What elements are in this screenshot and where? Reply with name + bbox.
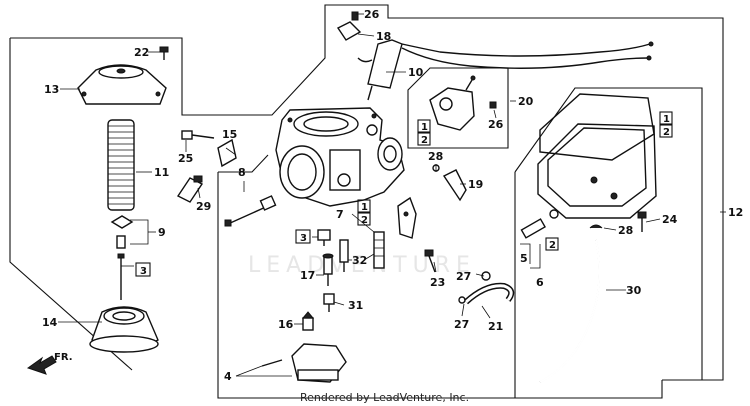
screw-23-part [424, 249, 436, 273]
needle-jet-32-part [339, 239, 349, 272]
top-cover-part [77, 64, 167, 105]
carburetor-body-part [275, 107, 405, 207]
callout-19: 19 [468, 178, 483, 191]
box-marker-3a: 3 [140, 266, 147, 277]
callout-7: 7 [336, 208, 344, 221]
callout-22: 22 [134, 46, 149, 59]
hose-clip-29-part [176, 175, 204, 203]
screw-15-part [181, 130, 237, 168]
callout-labels: 22 13 11 9 14 26 18 10 20 26 28 19 12 24… [42, 8, 743, 383]
box-marker-1c: 1 [663, 114, 670, 125]
callout-5: 5 [520, 252, 528, 265]
box-marker-1b: 1 [421, 122, 428, 133]
callout-26-top: 26 [364, 8, 380, 21]
float-4-part [261, 343, 347, 383]
callout-24: 24 [662, 213, 678, 226]
air-screw-5-part [520, 209, 559, 239]
throttle-cable-part [336, 11, 654, 101]
callout-16: 16 [278, 318, 294, 331]
callout-27-bottom: 27 [454, 318, 469, 331]
top-screw-part [159, 46, 169, 60]
pilot-screw-17-part [322, 253, 334, 286]
valve-16-part [301, 311, 315, 331]
callout-8: 8 [238, 166, 246, 179]
main-jet-3-part [317, 229, 331, 246]
callout-27-top: 27 [456, 270, 471, 283]
callout-17: 17 [300, 269, 315, 282]
callout-28-right: 28 [618, 224, 633, 237]
callout-9: 9 [158, 226, 166, 239]
assembly-frame [9, 4, 724, 399]
leader-lines [58, 13, 726, 377]
callout-4: 4 [224, 370, 232, 383]
bracket-part [397, 196, 417, 239]
box-marker-1a: 1 [361, 202, 368, 213]
callout-28-left: 28 [428, 150, 443, 163]
callout-13: 13 [44, 83, 59, 96]
callout-30: 30 [626, 284, 642, 297]
box-marker-2a: 2 [361, 215, 368, 226]
spring-part [107, 119, 135, 211]
box-marker-2d: 2 [549, 240, 556, 251]
callout-29: 29 [196, 200, 211, 213]
callout-14: 14 [42, 316, 58, 329]
boxed-markers: 3 3 1 2 1 2 1 2 2 [135, 111, 673, 277]
direction-label: FR. [54, 352, 73, 363]
callout-6: 6 [536, 276, 544, 289]
callout-21: 21 [488, 320, 503, 333]
callout-12: 12 [728, 206, 743, 219]
box-marker-2b: 2 [421, 135, 428, 146]
jet-assembly-7-part [373, 231, 385, 269]
callout-31: 31 [348, 299, 363, 312]
callout-11: 11 [154, 166, 169, 179]
callout-18: 18 [376, 30, 391, 43]
screw-24-part [637, 211, 647, 232]
callout-23: 23 [430, 276, 445, 289]
callout-15: 15 [222, 128, 237, 141]
hose-21-part [458, 271, 515, 305]
callout-10: 10 [408, 66, 424, 79]
clip-28-part [589, 224, 603, 229]
drain-tube-30-part [539, 239, 601, 383]
callout-32: 32 [352, 254, 367, 267]
diaphragm-piston-part [89, 306, 159, 353]
drain-bolt-31-part [323, 293, 335, 312]
box-marker-3b: 3 [300, 233, 307, 244]
callout-20: 20 [518, 95, 534, 108]
callout-25: 25 [178, 152, 193, 165]
box-marker-2c: 2 [663, 127, 670, 138]
float-bowl-part [537, 93, 657, 219]
callout-26-pump: 26 [488, 118, 504, 131]
jet-needle-part [110, 215, 134, 300]
footer-credit: Rendered by LeadVenture, Inc. [300, 391, 469, 404]
fuel-pump-assembly-part [429, 75, 497, 131]
front-direction-arrow: FR. [26, 352, 73, 375]
hose-19-part [432, 164, 467, 202]
throttle-stop-screw-part [224, 195, 277, 227]
